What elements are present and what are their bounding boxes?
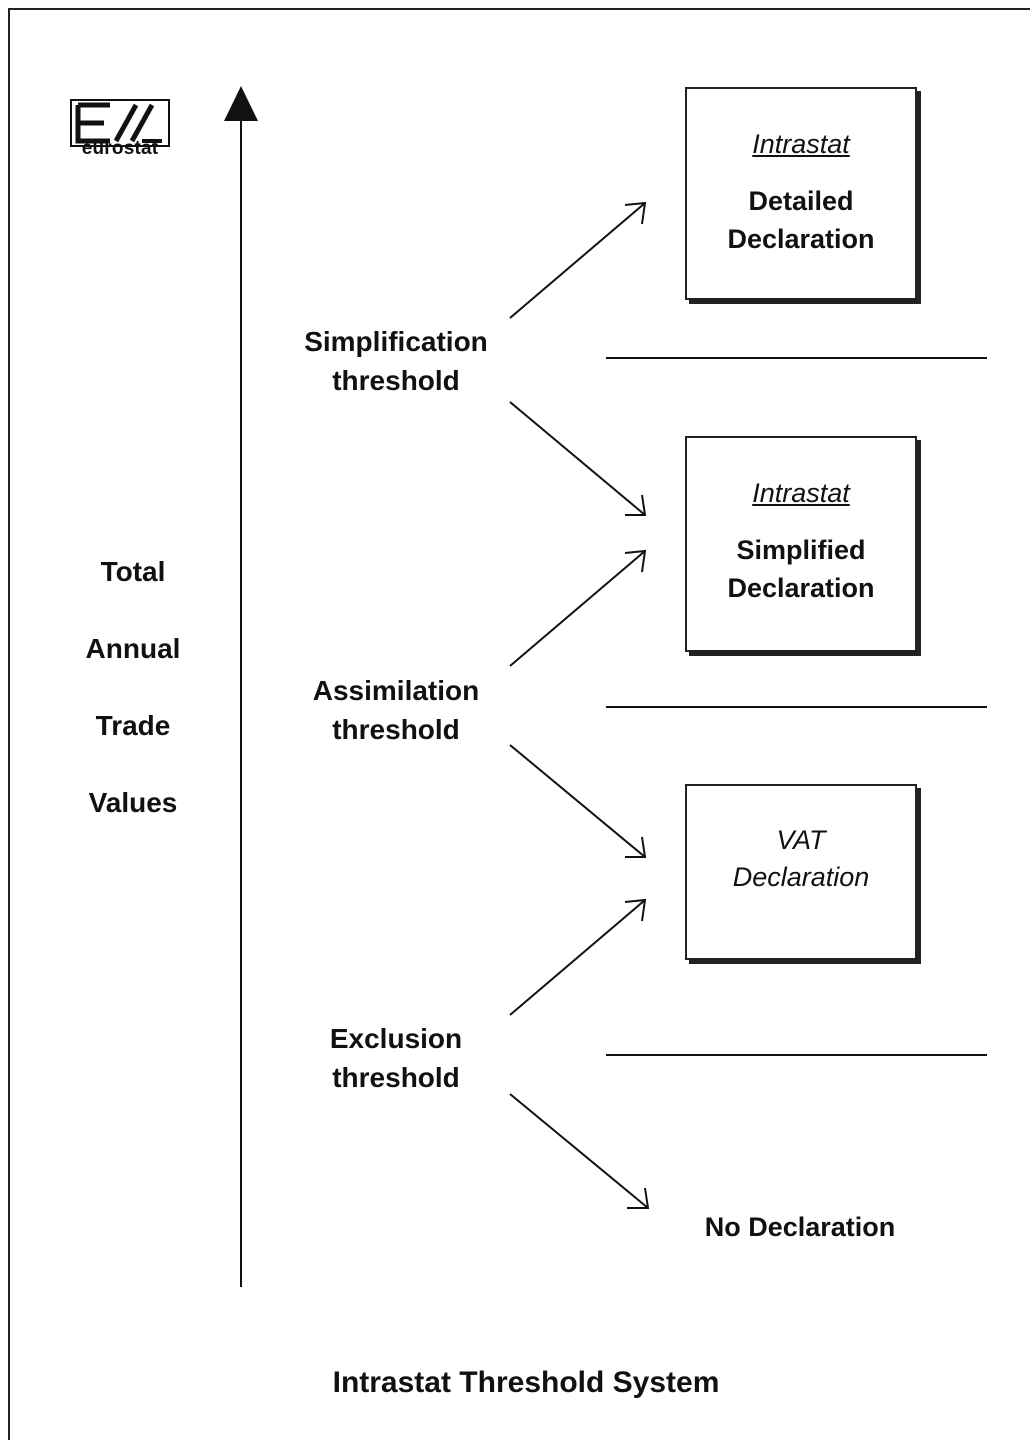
assimilation-threshold-label: Assimilation threshold <box>266 671 526 749</box>
vat-declaration-box: VAT Declaration <box>685 784 917 960</box>
detailed-declaration-box: Intrastat Detailed Declaration <box>685 87 917 300</box>
simplified-box-line2: Declaration <box>727 573 875 603</box>
simplification-threshold-label: Simplification threshold <box>266 322 526 400</box>
detailed-box-title: Detailed Declaration <box>687 182 915 258</box>
detailed-box-line2: Declaration <box>727 224 875 254</box>
logo-wordmark: eurostat <box>81 138 159 159</box>
arrowhead-exclusion-up <box>624 898 647 922</box>
simplification-threshold-line2: threshold <box>332 365 460 396</box>
detailed-box-line1: Detailed <box>748 186 854 216</box>
arrow-simplification-down <box>509 401 646 516</box>
axis-label-total: Total <box>100 556 166 587</box>
vat-box-line1: VAT <box>776 825 826 855</box>
arrowhead-simplification-up <box>624 201 647 225</box>
figure-frame <box>8 8 1030 1440</box>
simplified-box-system: Intrastat <box>752 478 850 508</box>
figure-caption: Intrastat Threshold System <box>332 1366 720 1399</box>
axis-label-trade: Trade <box>95 710 171 741</box>
arrow-simplification-up <box>509 202 646 319</box>
axis-arrowhead <box>224 86 258 121</box>
arrowhead-simplification-down <box>625 494 647 516</box>
exclusion-threshold-line1: Exclusion <box>329 1023 463 1054</box>
axis-label-values: Values <box>88 787 178 818</box>
arrowhead-assimilation-down <box>625 836 647 858</box>
exclusion-threshold-line2: threshold <box>332 1062 460 1093</box>
assimilation-threshold-line1: Assimilation <box>312 675 480 706</box>
arrow-exclusion-up <box>509 899 646 1016</box>
axis-label-annual: Annual <box>85 633 181 664</box>
arrowhead-assimilation-up <box>624 549 647 573</box>
vat-box-title: VAT Declaration <box>687 822 915 896</box>
no-declaration-label: No Declaration <box>704 1212 896 1242</box>
vat-box-line2: Declaration <box>732 862 870 892</box>
arrow-exclusion-down <box>509 1093 649 1209</box>
simplified-declaration-box: Intrastat Simplified Declaration <box>685 436 917 652</box>
detailed-box-system: Intrastat <box>752 129 850 159</box>
exclusion-threshold-label: Exclusion threshold <box>266 1019 526 1097</box>
arrowhead-exclusion-down <box>627 1187 650 1209</box>
assimilation-threshold-line2: threshold <box>332 714 460 745</box>
simplification-threshold-line1: Simplification <box>304 326 488 357</box>
simplified-box-line1: Simplified <box>736 535 866 565</box>
arrow-assimilation-up <box>509 550 646 667</box>
eurostat-logo <box>70 99 170 147</box>
simplified-box-title: Simplified Declaration <box>687 531 915 607</box>
arrow-assimilation-down <box>509 744 646 858</box>
